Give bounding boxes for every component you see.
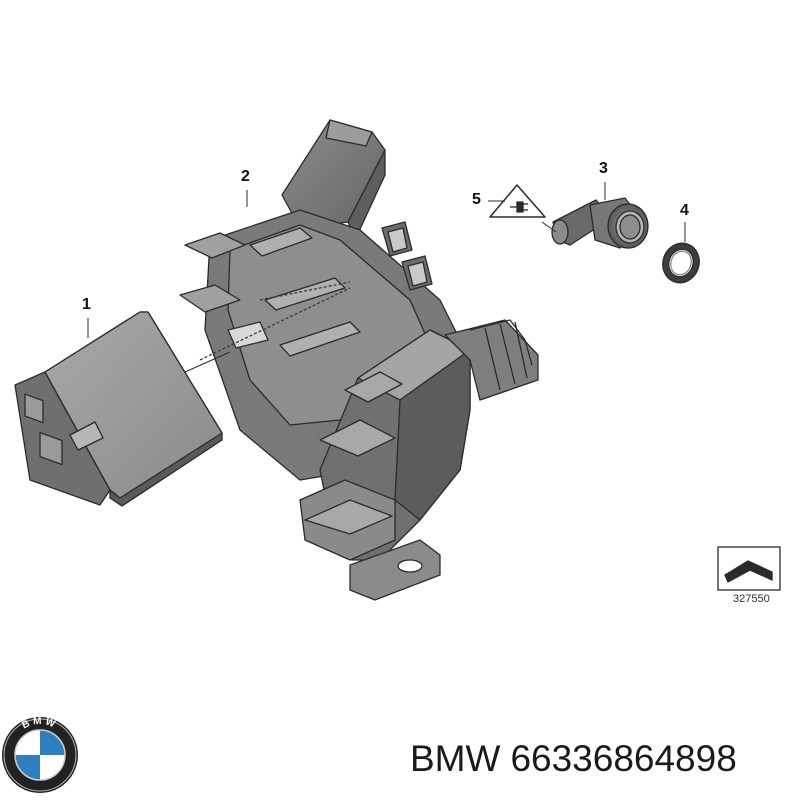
parking-sensor bbox=[551, 197, 649, 249]
bmw-logo: BMW bbox=[2, 716, 78, 793]
callout-2: 2 bbox=[241, 168, 250, 185]
callout-5: 5 bbox=[472, 191, 481, 208]
plug-icon bbox=[510, 201, 528, 213]
sensor-ring bbox=[662, 242, 700, 284]
callout-leaders bbox=[87, 182, 686, 338]
caption-brand: BMW bbox=[410, 738, 501, 779]
reference-number: 327550 bbox=[733, 593, 770, 605]
control-module bbox=[14, 311, 223, 507]
bracket-holder bbox=[179, 119, 539, 601]
callout-1: 1 bbox=[82, 296, 91, 313]
callout-4: 4 bbox=[680, 202, 689, 219]
callout-3: 3 bbox=[599, 160, 608, 177]
reference-icon bbox=[717, 546, 781, 591]
logo-text: BMW bbox=[20, 716, 56, 732]
caption-part-number: 66336864898 bbox=[510, 738, 737, 779]
leader-module-bracket bbox=[184, 351, 231, 373]
svg-text:BMW: BMW bbox=[20, 716, 59, 732]
